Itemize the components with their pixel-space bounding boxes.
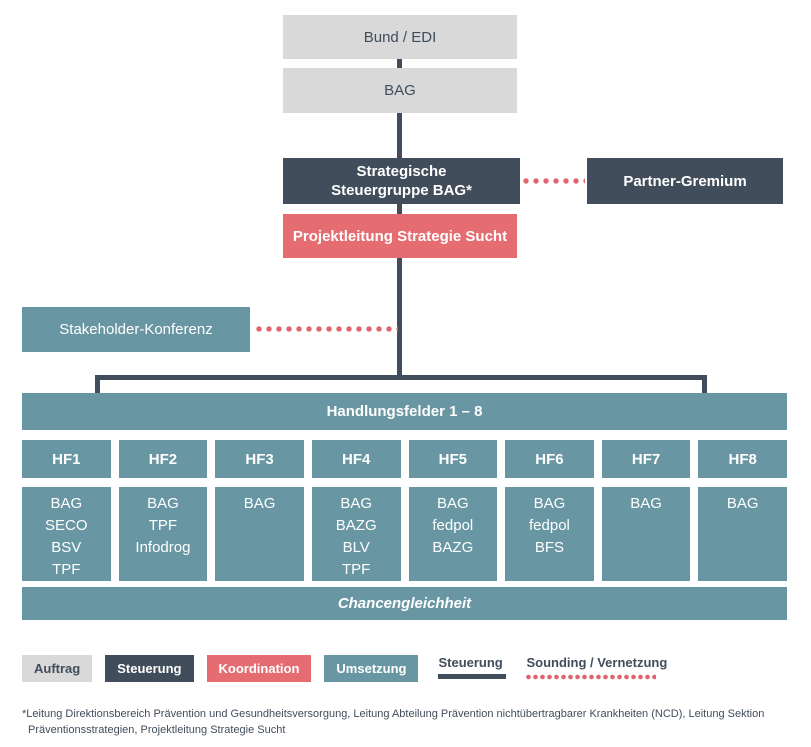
member-org: BAG [533, 495, 566, 512]
node-strategische-steuergruppe: Strategische Steuergruppe BAG* [283, 158, 520, 204]
member-org: BSV [51, 539, 82, 556]
hf-members-hf3: BAG [215, 487, 304, 581]
footnote: *Leitung Direktionsbereich Prävention un… [22, 708, 765, 736]
member-org: BAG [147, 495, 179, 512]
connector-bracket-handlungsfelder [95, 375, 707, 393]
connector-bund-bag [397, 59, 402, 68]
connector-projektleitung-handlungsfelder [397, 258, 402, 377]
legend-dotted-line-sample [526, 674, 657, 680]
chancengleichheit-bar: Chancengleichheit [22, 587, 787, 620]
member-org: TPF [148, 517, 178, 534]
member-org: TPF [342, 561, 371, 578]
member-org: fedpol [529, 517, 570, 534]
member-org: SECO [45, 517, 88, 534]
legend-umsetzung: Umsetzung [324, 655, 419, 682]
hf-label-hf1: HF1 [22, 440, 111, 478]
hf-label-hf5: HF5 [408, 440, 498, 478]
hf-label-hf4: HF4 [311, 440, 401, 478]
connector-bag-steuergruppe [397, 113, 402, 158]
hf-members-hf2: BAG TPF Infodrog [118, 487, 208, 581]
hf-label-hf7: HF7 [601, 440, 691, 478]
hf-label-hf8: HF8 [698, 440, 787, 478]
hf-label-hf3: HF3 [215, 440, 304, 478]
member-org: TPF [52, 561, 81, 578]
legend-solid-line-sample [438, 674, 507, 679]
member-org: Infodrog [135, 539, 191, 556]
member-org: BAG [436, 495, 469, 512]
node-strategische-steuergruppe-line2: Steuergruppe BAG* [331, 182, 472, 199]
legend-steuerung-line-label: Steuerung [438, 655, 503, 670]
member-org: BLV [342, 539, 370, 556]
member-org: BAG [50, 495, 83, 512]
legend-sounding-line-label: Sounding / Vernetzung [526, 655, 668, 670]
node-strategische-steuergruppe-line1: Strategische [356, 163, 447, 180]
legend-koordination: Koordination [206, 655, 312, 682]
legend-steuerung: Steuerung [105, 655, 194, 682]
member-org: BAG [243, 495, 276, 512]
hf-label-hf6: HF6 [505, 440, 594, 478]
member-org: BFS [534, 539, 565, 556]
member-org: BAG [726, 495, 759, 512]
member-org: BAG [340, 495, 373, 512]
sounding-line-stakeholder-konferenz [256, 326, 398, 332]
hf-members-hf1: BAG SECO BSV TPF [22, 487, 111, 581]
node-projektleitung-strategie-sucht: Projektleitung Strategie Sucht [283, 214, 517, 258]
member-org: fedpol [432, 517, 474, 534]
legend-auftrag: Auftrag [22, 655, 93, 682]
hf-members-hf4: BAG BAZG BLV TPF [311, 487, 401, 581]
member-org: BAG [630, 495, 662, 512]
sounding-line-partner-gremium [523, 178, 585, 184]
handlungsfelder-member-row: BAG SECO BSV TPF BAG TPF Infodrog BAG BAG BAZG BLV… [22, 487, 787, 581]
connector-steuergruppe-projektleitung [397, 204, 402, 214]
member-org: BAZG [335, 517, 377, 534]
hf-members-hf7: BAG [601, 487, 691, 581]
legend: Auftrag Steuerung Koordination Umsetzung… [22, 655, 667, 689]
node-bag: BAG [283, 68, 517, 113]
hf-members-hf8: BAG [698, 487, 787, 581]
handlungsfelder-header: Handlungsfelder 1 – 8 [22, 393, 787, 430]
node-stakeholder-konferenz: Stakeholder-Konferenz [22, 307, 250, 352]
member-org: BAZG [432, 539, 474, 556]
hf-label-hf2: HF2 [118, 440, 208, 478]
node-partner-gremium: Partner-Gremium [587, 158, 783, 204]
legend-steuerung-line: Steuerung [438, 655, 507, 679]
node-bund-edi: Bund / EDI [283, 15, 517, 59]
legend-sounding-vernetzung: Sounding / Vernetzung [526, 655, 667, 680]
